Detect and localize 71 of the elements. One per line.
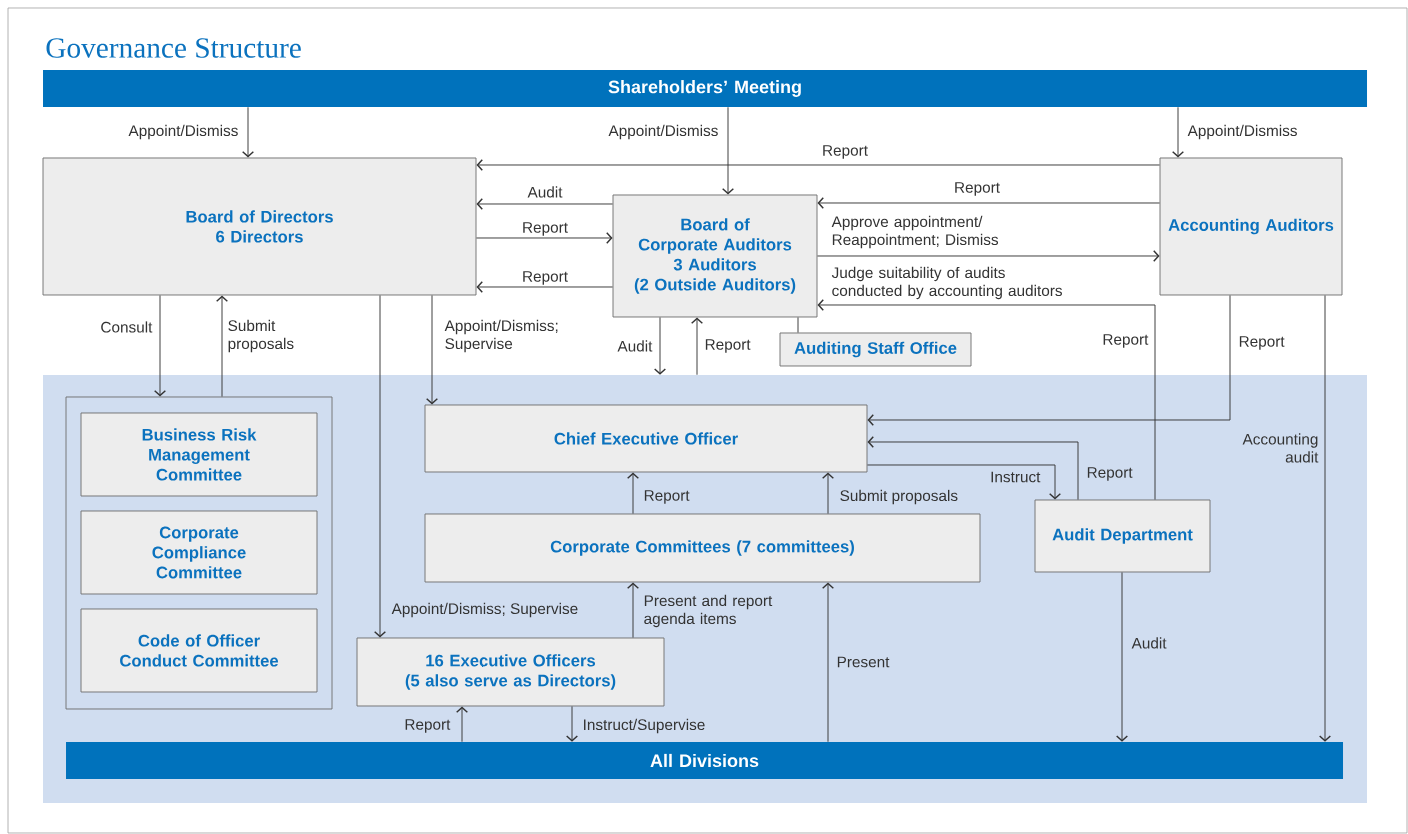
org-box: Business Risk Management Committee bbox=[80, 412, 318, 497]
arrow bbox=[153, 295, 167, 397]
arrow bbox=[867, 464, 1062, 500]
edge-label: Report bbox=[823, 145, 868, 159]
arrow bbox=[476, 197, 613, 211]
arrow bbox=[867, 435, 1079, 500]
committee-group-box bbox=[65, 396, 333, 710]
edge-label: Present bbox=[837, 656, 890, 668]
arrow bbox=[241, 106, 255, 158]
arrow bbox=[821, 582, 835, 743]
org-box: Code of Officer Conduct Committee bbox=[80, 608, 318, 693]
edge-label: Report bbox=[644, 490, 690, 504]
edge-label: Appoint/Dismiss bbox=[128, 124, 238, 140]
edge-label: Audit bbox=[1131, 637, 1167, 649]
edge-label: Audit bbox=[527, 186, 563, 198]
edge-label: Accounting audit bbox=[1242, 433, 1319, 463]
arrow bbox=[817, 298, 1156, 500]
arrow bbox=[1318, 295, 1332, 742]
org-box: Chief Executive Officer bbox=[424, 404, 868, 473]
edge-label: Present and report agenda items bbox=[644, 594, 773, 628]
edge-label: Instruct bbox=[991, 471, 1041, 483]
arrow bbox=[626, 472, 640, 514]
edge-label: Report bbox=[1239, 336, 1285, 350]
edge-label: Report bbox=[1103, 334, 1149, 348]
edge-label: Appoint/Dismiss bbox=[608, 124, 718, 140]
arrow bbox=[817, 196, 1160, 210]
arrow bbox=[455, 706, 469, 743]
arrow bbox=[1171, 106, 1185, 158]
edge-label: Report bbox=[523, 222, 568, 236]
edge-label: Submit proposals bbox=[228, 319, 294, 353]
arrow bbox=[476, 158, 1160, 172]
arrow bbox=[817, 249, 1160, 263]
edge-label: Report bbox=[523, 271, 568, 285]
edge-label: Appoint/Dismiss; Supervise bbox=[444, 319, 558, 353]
title: Governance Structure bbox=[46, 38, 301, 58]
arrow bbox=[721, 106, 735, 195]
org-box: 16 Executive Officers (5 also serve as Directors) bbox=[356, 637, 665, 707]
arrow bbox=[425, 295, 439, 405]
edge-label: Consult bbox=[101, 321, 153, 333]
edge-label: Report bbox=[955, 182, 1000, 196]
org-box: Audit Department bbox=[1034, 499, 1211, 573]
arrow bbox=[653, 317, 667, 375]
edge-label: Approve appointment/ Reappointment; Dismiss bbox=[831, 215, 999, 249]
org-box: Auditing Staff Office bbox=[779, 332, 972, 367]
arrow bbox=[476, 231, 613, 245]
connector-line bbox=[797, 317, 799, 333]
edge-label: Instruct/Supervise bbox=[584, 718, 705, 734]
edge-label: Audit bbox=[617, 340, 653, 352]
edge-label: Submit proposals bbox=[840, 489, 958, 505]
arrow bbox=[1115, 572, 1129, 742]
edge-label: Report bbox=[705, 339, 751, 353]
edge-label: Report bbox=[405, 719, 451, 733]
arrow bbox=[690, 317, 704, 376]
arrow bbox=[867, 295, 1231, 427]
arrow bbox=[565, 706, 579, 742]
arrow bbox=[821, 472, 835, 514]
note-text: Judge suitability of audits conducted by accounting auditors bbox=[831, 266, 1062, 300]
arrow bbox=[476, 280, 613, 294]
edge-label: Appoint/Dismiss; Supervise bbox=[391, 602, 578, 618]
org-box: Board of Directors 6 Directors bbox=[42, 157, 477, 296]
arrow bbox=[626, 582, 640, 638]
banner-bar: All Divisions bbox=[66, 742, 1343, 779]
org-box: Corporate Committees (7 committees) bbox=[424, 513, 981, 583]
org-box: Accounting Auditors bbox=[1159, 157, 1343, 296]
arrow bbox=[373, 295, 387, 638]
edge-label: Report bbox=[1087, 467, 1133, 481]
banner-bar: Shareholders’ Meeting bbox=[43, 70, 1367, 107]
org-box: Board of Corporate Auditors 3 Auditors (2 Outside Auditors) bbox=[612, 194, 818, 318]
org-box: Corporate Compliance Committee bbox=[80, 510, 318, 595]
edge-label: Appoint/Dismiss bbox=[1187, 124, 1297, 140]
arrow bbox=[215, 295, 229, 397]
